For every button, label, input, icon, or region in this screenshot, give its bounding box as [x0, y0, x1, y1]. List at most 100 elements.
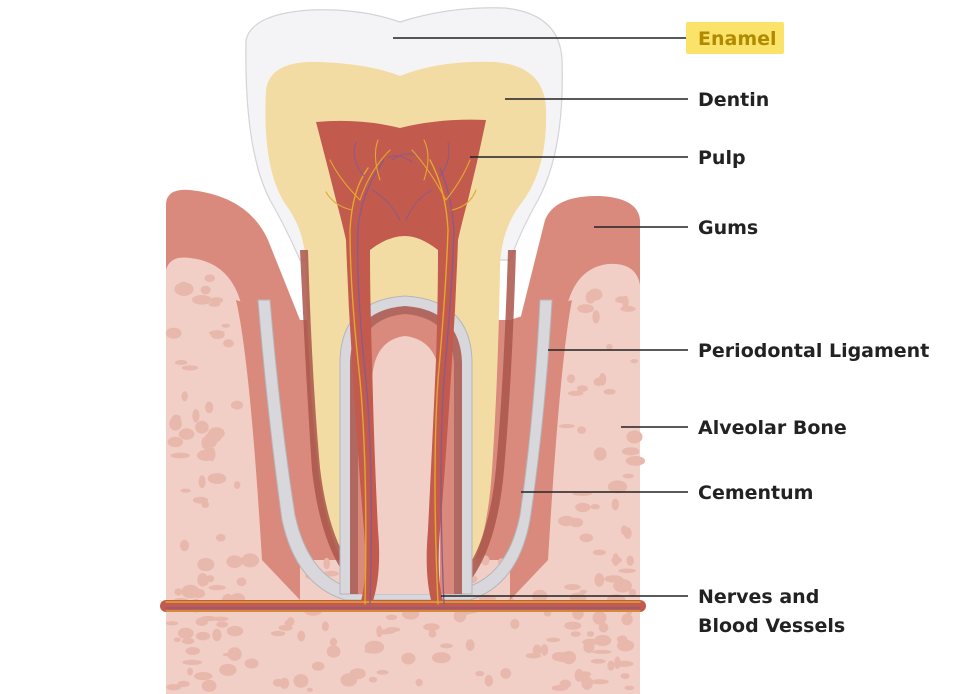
bone-pore	[182, 659, 203, 666]
bone-pore	[581, 676, 593, 690]
bone-pore	[622, 295, 629, 310]
bone-pore	[618, 568, 636, 574]
bone-pore	[626, 555, 634, 566]
bone-pore	[204, 439, 212, 453]
bone-pore	[166, 684, 182, 691]
bone-pore	[592, 310, 600, 324]
bone-pore	[226, 625, 244, 637]
bone-pore	[278, 624, 293, 631]
bone-pore	[201, 576, 209, 586]
bone-pore	[592, 649, 612, 654]
bone-pore	[207, 473, 227, 484]
bone-pore	[178, 428, 195, 440]
bone-pore	[208, 584, 226, 591]
bone-pore	[564, 584, 581, 591]
bone-pore	[219, 663, 237, 676]
bone-pore	[200, 285, 211, 295]
bone-pore	[558, 424, 575, 429]
bone-pore	[297, 630, 306, 642]
bone-pore	[208, 301, 221, 307]
bone-pore	[181, 391, 188, 402]
bone-pore	[244, 658, 259, 669]
bone-pore	[323, 570, 339, 577]
bone-pore	[201, 679, 217, 692]
nerves-label-line2: Blood Vessels	[698, 615, 845, 637]
bone-pore	[221, 323, 230, 328]
bone-pore	[594, 573, 605, 587]
bone-pore	[621, 613, 633, 626]
bone-pore	[197, 558, 215, 572]
bone-pore	[555, 652, 571, 663]
bone-pore	[312, 661, 325, 671]
bone-pore	[579, 589, 587, 594]
bone-pore	[223, 339, 234, 348]
bone-pore	[368, 676, 378, 683]
bone-pore	[401, 652, 416, 665]
bone-pore	[586, 631, 595, 637]
bone-pore	[212, 628, 222, 642]
bone-pore	[165, 327, 182, 339]
bone-pore	[174, 588, 183, 596]
bone-pore	[428, 629, 437, 638]
bone-pore	[440, 643, 453, 649]
bone-pore	[230, 400, 244, 410]
bone-pore	[329, 637, 338, 647]
bone-pore	[620, 673, 630, 679]
bone-pore	[564, 621, 582, 630]
bone-pore	[293, 674, 309, 688]
bone-pore	[227, 647, 242, 661]
bone-pore	[611, 498, 619, 511]
bone-pore	[594, 635, 612, 646]
bone-pore	[415, 678, 423, 687]
bone-pore	[212, 616, 229, 622]
bone-pore	[621, 447, 640, 456]
bone-pore	[170, 452, 190, 459]
bone-pore	[323, 557, 331, 570]
bone-pore	[216, 621, 229, 628]
bone-pore	[630, 359, 639, 364]
bone-pore	[465, 639, 475, 651]
bone-pore	[613, 579, 632, 593]
bone-pore	[577, 304, 594, 314]
bone-pore	[215, 533, 226, 542]
bone-pore	[510, 618, 520, 630]
bone-pore	[177, 627, 194, 639]
bone-pore	[376, 625, 383, 638]
bone-pore	[226, 555, 243, 568]
bone-pore	[566, 374, 576, 384]
bone-pore	[588, 288, 603, 301]
bone-pore	[624, 685, 635, 691]
bone-pore	[192, 496, 209, 504]
bone-pore	[616, 639, 635, 652]
bone-pore	[423, 623, 440, 631]
bone-pore	[270, 630, 286, 637]
bone-pore	[321, 621, 329, 632]
dentin-label: Dentin	[698, 89, 769, 111]
bone-pore	[180, 488, 191, 493]
bone-pore	[590, 658, 606, 664]
bone-pore	[187, 667, 194, 676]
bone-pore	[590, 504, 600, 510]
bone-pore	[603, 388, 616, 395]
bone-pore	[167, 436, 183, 448]
bone-pore	[607, 480, 628, 494]
bone-pore	[177, 680, 190, 688]
bone-pore	[612, 553, 620, 566]
bone-pore	[579, 533, 594, 543]
bone-pore	[209, 330, 225, 336]
bone-pore	[582, 638, 599, 646]
periodontal-ligament-shape	[257, 299, 553, 601]
bone-pore	[576, 385, 589, 392]
bone-pore	[532, 644, 542, 656]
enamel-label: Enamel	[698, 28, 777, 50]
periodontal-ligament-label: Periodontal Ligament	[698, 340, 929, 362]
bone-pore	[181, 637, 195, 645]
bone-pore	[234, 481, 241, 489]
bone-pore	[598, 622, 609, 633]
bone-pore	[575, 502, 591, 513]
bone-pore	[386, 614, 398, 620]
bone-pore	[606, 343, 613, 351]
bone-pore	[484, 675, 494, 687]
bone-pore	[567, 390, 584, 396]
bone-pore	[241, 553, 260, 568]
